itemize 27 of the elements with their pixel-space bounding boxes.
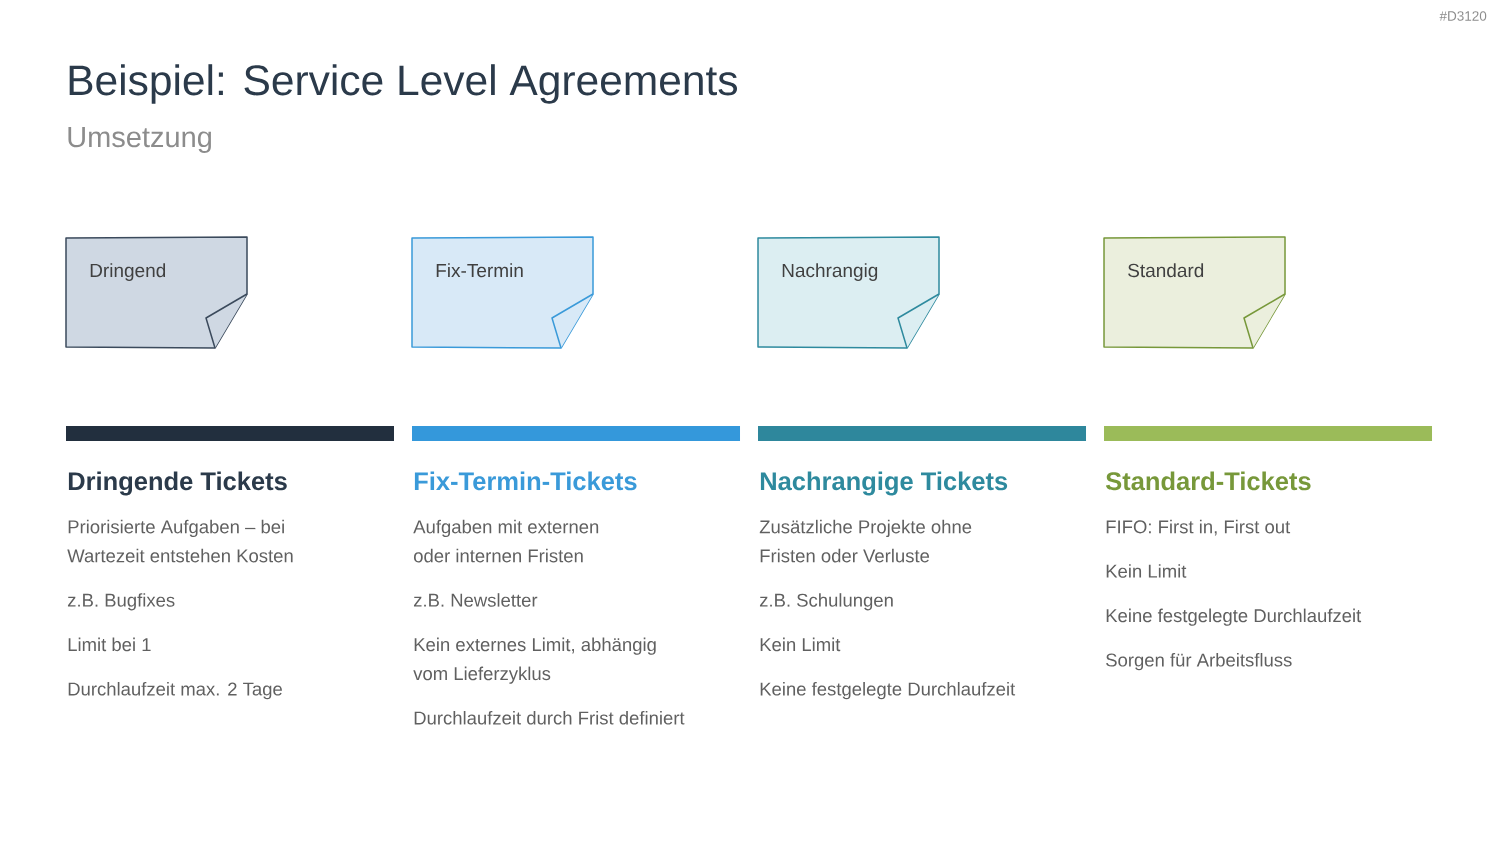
body-text: Aufgaben mit externen oder internen Fristen	[413, 519, 599, 563]
column-heading: Nachrangige Tickets	[760, 471, 1008, 496]
body-text: Sorgen für Arbeitsfluss	[1106, 653, 1292, 671]
reference-code: #D3120	[1439, 11, 1487, 21]
body-text: z.B. Bugfixes	[67, 593, 175, 611]
column-heading: Dringende Tickets	[68, 471, 287, 496]
body-text: Kein Limit	[1106, 564, 1187, 578]
sticky-note: Nachrangig	[757, 236, 940, 349]
body-text: Kein externes Limit, abhängig vom Lieferzyklus	[413, 637, 656, 684]
body-text: FIFO: First in, First out	[1106, 519, 1291, 536]
body-text: Durchlaufzeit max. 2 Tage	[68, 682, 282, 700]
body-text: Keine festgelegte Durchlaufzeit	[760, 682, 1016, 700]
body-text: z.B. Newsletter	[413, 593, 538, 607]
body-text: Durchlaufzeit durch Frist definiert	[414, 711, 685, 725]
sticky-note: Dringend	[65, 236, 248, 349]
body-text: Limit bei 1	[68, 637, 151, 652]
subtitle: Umsetzung	[68, 127, 211, 154]
body-text: Kein Limit	[760, 637, 841, 652]
sticky-note: Standard	[1103, 236, 1286, 349]
body-text: Priorisierte Aufgaben – bei Wartezeit entstehen Kosten	[67, 519, 293, 563]
title: Beispiel: Service Level Agreements	[69, 64, 737, 104]
body-text: Zusätzliche Projekte ohne Fristen oder Verluste	[759, 519, 972, 563]
body-text: Keine festgelegte Durchlaufzeit	[1106, 608, 1362, 626]
column-heading: Fix-Termin-Tickets	[414, 471, 637, 491]
body-text: z.B. Schulungen	[759, 593, 893, 611]
sticky-note: Fix-Termin	[411, 236, 594, 349]
column-heading: Standard-Tickets	[1105, 471, 1311, 491]
